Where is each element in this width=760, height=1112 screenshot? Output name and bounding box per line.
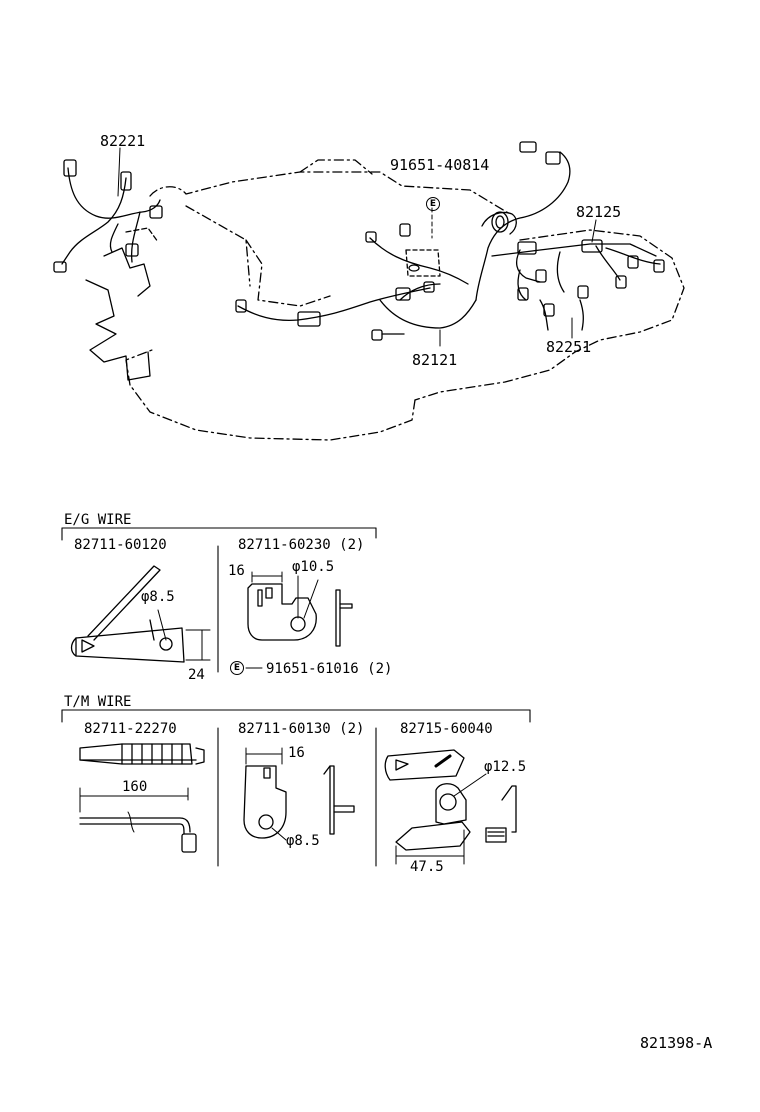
harness-82121: [235, 223, 477, 341]
engine-outline: [125, 159, 685, 441]
tm-wire-title: T/M WIRE: [64, 694, 132, 710]
tm-wire-frame: [61, 709, 531, 867]
fan-pulley: [85, 227, 159, 381]
clamp-82711-60120-drawing: [70, 565, 211, 663]
dim-47-5: 47.5: [410, 859, 444, 875]
bracket-hint: [405, 249, 441, 277]
part-82711-60230: 82711-60230 (2): [238, 537, 365, 553]
clamp-82711-60130-drawing: [243, 747, 355, 841]
callout-82121: 82121: [412, 351, 458, 369]
callout-82125: 82125: [576, 203, 622, 221]
dim-16-b: 16: [288, 745, 305, 761]
e-mark-icon: E: [426, 196, 440, 211]
harness-82251: [539, 285, 589, 331]
dim-160: 160: [122, 779, 148, 795]
harness-82221: [53, 159, 163, 273]
callout-82221: 82221: [100, 132, 146, 150]
part-91651-61016: 91651-61016 (2): [266, 661, 393, 677]
bolt-marker-eg: E: [230, 661, 244, 675]
eg-wire-title: E/G WIRE: [64, 512, 132, 528]
dim-phi-8-5-a: φ8.5: [141, 589, 175, 605]
grommet: [491, 211, 509, 233]
part-82711-22270: 82711-22270: [84, 721, 177, 737]
callout-91651-40814: 91651-40814: [390, 156, 490, 174]
dim-phi-10-5: φ10.5: [292, 559, 335, 575]
dim-phi-12-5: φ12.5: [484, 759, 527, 775]
dim-24: 24: [188, 667, 205, 683]
part-82711-60130: 82711-60130 (2): [238, 721, 365, 737]
dim-16-a: 16: [228, 563, 245, 579]
part-82715-60040: 82715-60040: [400, 721, 493, 737]
harness-82125: [475, 141, 665, 301]
diagram-number: 821398-A: [640, 1034, 713, 1052]
leader-lines: [117, 147, 597, 347]
callout-82251: 82251: [546, 338, 592, 356]
e-mark-icon: E: [230, 661, 244, 675]
part-82711-60120: 82711-60120: [74, 537, 167, 553]
clamp-82711-60230-drawing: [245, 571, 353, 669]
eg-wire-frame: [61, 527, 377, 673]
bolt-marker: E: [426, 196, 440, 211]
dim-phi-8-5-b: φ8.5: [286, 833, 320, 849]
bracket-82715-60040-drawing: [384, 749, 517, 865]
protector-82711-22270-drawing: [79, 743, 205, 853]
